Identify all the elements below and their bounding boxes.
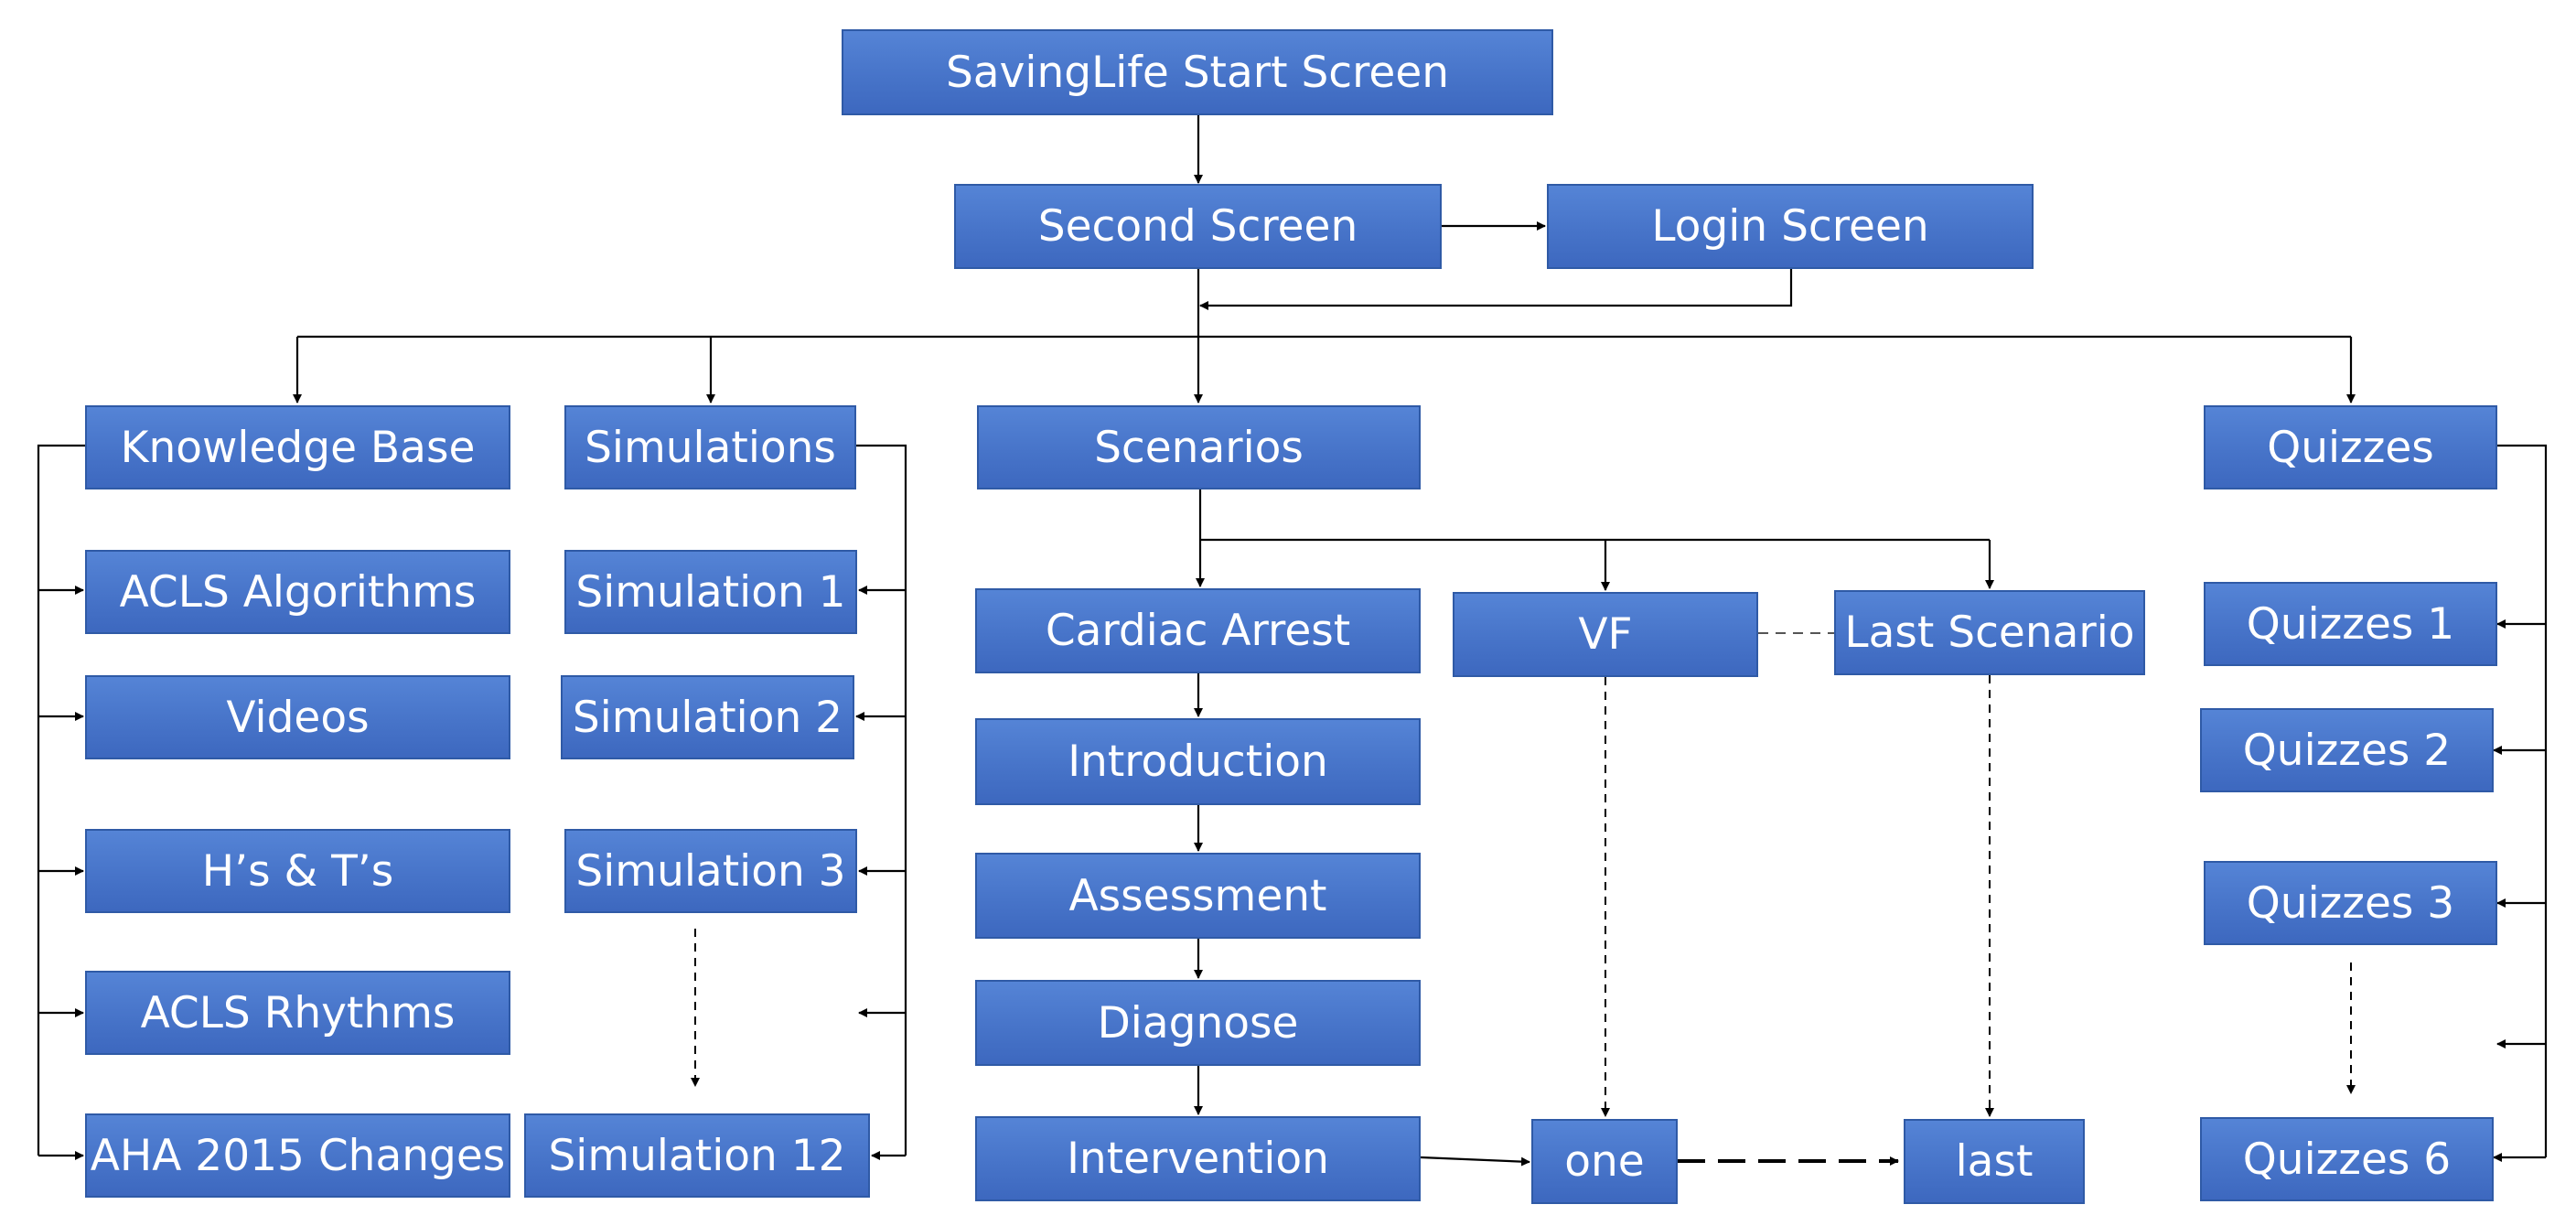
node-last: last	[1904, 1119, 2085, 1204]
quizzes-bracket	[2497, 444, 2548, 1157]
node-start-screen: SavingLife Start Screen	[842, 29, 1553, 115]
node-hs-and-ts: H’s & T’s	[85, 829, 510, 913]
node-simulation-12: Simulation 12	[524, 1113, 870, 1198]
node-assessment: Assessment	[975, 853, 1421, 939]
node-one: one	[1531, 1119, 1678, 1204]
node-simulation-1: Simulation 1	[564, 550, 857, 634]
node-cardiac-arrest: Cardiac Arrest	[975, 588, 1421, 673]
node-knowledge-base: Knowledge Base	[85, 405, 510, 489]
node-login-screen: Login Screen	[1547, 184, 2034, 269]
edge-login-return	[1199, 269, 1793, 310]
node-simulations: Simulations	[564, 405, 856, 489]
node-quizzes-1: Quizzes 1	[2204, 582, 2497, 666]
node-quizzes-2: Quizzes 2	[2200, 708, 2494, 792]
node-intervention: Intervention	[975, 1116, 1421, 1201]
node-quizzes-6: Quizzes 6	[2200, 1117, 2494, 1201]
node-quizzes: Quizzes	[2204, 405, 2497, 489]
node-diagnose: Diagnose	[975, 980, 1421, 1066]
node-acls-algorithms: ACLS Algorithms	[85, 550, 510, 634]
node-acls-rhythms: ACLS Rhythms	[85, 971, 510, 1055]
node-introduction: Introduction	[975, 718, 1421, 805]
node-vf: VF	[1453, 592, 1758, 677]
node-videos: Videos	[85, 675, 510, 759]
node-simulation-3: Simulation 3	[564, 829, 857, 913]
node-aha-2015-changes: AHA 2015 Changes	[85, 1113, 510, 1198]
node-last-scenario: Last Scenario	[1834, 590, 2145, 675]
node-scenarios: Scenarios	[977, 405, 1421, 489]
node-second-screen: Second Screen	[954, 184, 1442, 269]
node-simulation-2: Simulation 2	[561, 675, 854, 759]
knowledge-bracket	[37, 444, 85, 1156]
node-quizzes-3: Quizzes 3	[2204, 861, 2497, 945]
simulations-bracket	[856, 444, 907, 1156]
edge-interv-one	[1420, 1156, 1530, 1167]
